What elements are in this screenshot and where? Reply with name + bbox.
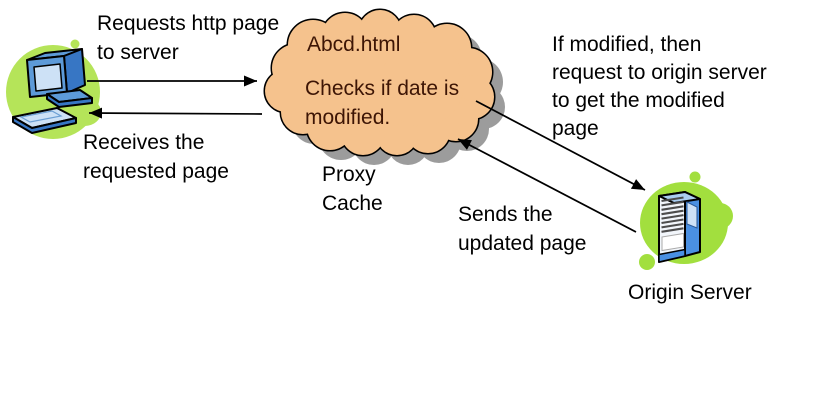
arrow-forward-to-origin	[475, 100, 646, 191]
forward-edge-label: If modified, then request to origin serv…	[552, 33, 767, 140]
client-computer-icon	[12, 48, 93, 134]
request-edge-label: Requests http page to server	[97, 12, 280, 64]
cached-file-name: Abcd.html	[307, 33, 401, 56]
send-updated-edge-label: Sends the updated page	[458, 203, 587, 255]
arrow-send-updated	[457, 138, 637, 233]
origin-server-caption: Origin Server	[628, 281, 752, 304]
origin-server-icon	[658, 191, 701, 263]
proxy-check-note: Checks if date is modified.	[305, 77, 460, 129]
proxy-cache-caption: Proxy Cache	[322, 163, 383, 215]
arrow-receive-page	[88, 107, 263, 119]
receive-edge-label: Receives the requested page	[83, 131, 229, 183]
